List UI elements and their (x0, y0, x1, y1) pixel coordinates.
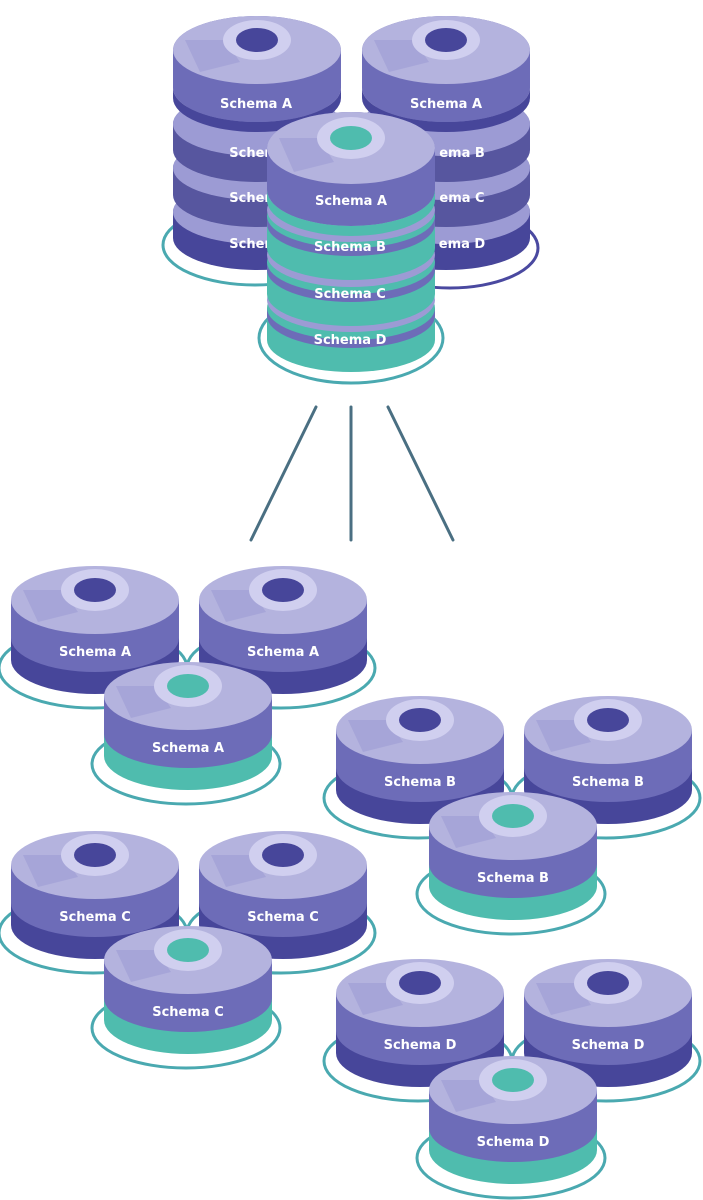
shard-d-replica-left-label: Schema D (384, 1038, 457, 1053)
shard-group-c: Schema C Schema C Schema C (0, 831, 377, 1070)
top-right-disk-1: Schema A (362, 16, 530, 132)
shard-b-replica-left-core (399, 708, 441, 732)
shard-d-primary: Schema D (415, 1056, 607, 1200)
shard-group-a: Schema A Schema A Schema A (0, 566, 377, 806)
top-right-label-4: ema D (439, 237, 486, 252)
shard-b-replica-left-label: Schema B (384, 775, 456, 790)
top-left-core (236, 28, 278, 52)
shard-group-d: Schema D Schema D Schema D (322, 959, 702, 1200)
shard-b-replica-right-label: Schema B (572, 775, 644, 790)
shard-group-b: Schema B Schema B Schema B (322, 696, 702, 936)
top-left-label-1: Schema A (220, 97, 292, 112)
connector-left (249, 405, 318, 542)
top-cluster: Schema Schema Schema Sc (161, 16, 540, 385)
top-right-core (425, 28, 467, 52)
shard-a-primary: Schema A (90, 662, 282, 806)
shard-a-replica-left-core (74, 578, 116, 602)
shard-c-replica-left-label: Schema C (59, 910, 131, 925)
shard-c-replica-left-core (74, 843, 116, 867)
shard-c-replica-right: Schema C (185, 831, 377, 975)
top-right-label-1: Schema A (410, 97, 482, 112)
shard-d-replica-right-core (587, 971, 629, 995)
shard-b-primary: Schema B (415, 792, 607, 936)
top-center-label-1: Schema A (315, 194, 387, 209)
top-right-label-2: ema B (439, 146, 485, 161)
shard-b-replica-right: Schema B (510, 696, 702, 840)
shard-b-replica-left: Schema B (322, 696, 514, 840)
top-center-disk-1: Schema A (267, 112, 435, 236)
shard-c-primary: Schema C (90, 926, 282, 1070)
shard-b-primary-label: Schema B (477, 871, 549, 886)
shard-a-replica-right-label: Schema A (247, 645, 319, 660)
shard-d-replica-left-core (399, 971, 441, 995)
top-left-disk-1: Schema A (173, 16, 341, 132)
shard-d-replica-right: Schema D (510, 959, 702, 1103)
top-center-label-3: Schema C (314, 287, 386, 302)
shard-b-replica-right-core (587, 708, 629, 732)
shard-d-replica-right-label: Schema D (572, 1038, 645, 1053)
connector-right (386, 405, 455, 542)
shard-c-replica-right-label: Schema C (247, 910, 319, 925)
shard-d-primary-core (492, 1068, 534, 1092)
top-center-label-4: Schema D (314, 333, 387, 348)
shard-d-primary-label: Schema D (477, 1135, 550, 1150)
shard-c-primary-core (167, 938, 209, 962)
shard-a-primary-core (167, 674, 209, 698)
top-center-label-2: Schema B (314, 240, 386, 255)
top-center-core (330, 126, 372, 150)
shard-a-replica-left-label: Schema A (59, 645, 131, 660)
shard-a-replica-right-core (262, 578, 304, 602)
shard-c-replica-right-core (262, 843, 304, 867)
shard-c-primary-label: Schema C (152, 1005, 224, 1020)
top-right-label-3: ema C (439, 191, 484, 206)
top-center-stack: Schema D Schema C Schema B (257, 112, 445, 385)
shard-b-primary-core (492, 804, 534, 828)
shard-a-primary-label: Schema A (152, 741, 224, 756)
connectors (249, 405, 455, 542)
